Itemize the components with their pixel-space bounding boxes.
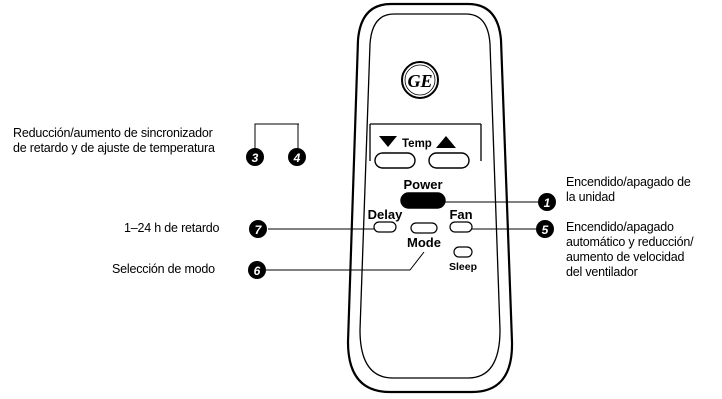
ge-logo-text: GE xyxy=(407,71,432,91)
sleep-button[interactable] xyxy=(453,246,473,258)
mode-button[interactable] xyxy=(410,222,438,234)
callout-3: 3 xyxy=(246,148,264,166)
callout-4: 4 xyxy=(288,148,306,166)
fan-button[interactable] xyxy=(449,221,473,233)
sleep-label: Sleep xyxy=(449,261,477,273)
delay-button[interactable] xyxy=(373,221,397,233)
temp-up-button[interactable] xyxy=(428,152,470,169)
power-description-line-1: Encendido/apagado de xyxy=(566,175,691,189)
remote-inner-face xyxy=(359,13,501,379)
callout-7: 7 xyxy=(249,220,267,238)
ge-logo: GE xyxy=(401,61,439,99)
fan-description-line-4: del ventilador xyxy=(566,265,638,279)
leader-lines xyxy=(254,123,538,271)
callout-7-number: 7 xyxy=(255,223,263,237)
callout-6: 6 xyxy=(248,261,266,279)
power-button[interactable] xyxy=(400,192,446,209)
power-label: Power xyxy=(403,177,442,192)
temp-header: Temp xyxy=(379,136,456,150)
temp-down-arrow-icon xyxy=(379,136,397,147)
temp-up-arrow-icon xyxy=(436,136,456,148)
callout-5-number: 5 xyxy=(542,223,549,237)
temp-down-button[interactable] xyxy=(374,152,416,169)
callout-1-number: 1 xyxy=(544,196,551,210)
leader-line-3 xyxy=(254,123,299,150)
delay-description: 1–24 h de retardo xyxy=(124,221,220,235)
mode-label: Mode xyxy=(407,235,441,250)
callout-6-number: 6 xyxy=(254,264,261,278)
fan-description-line-2: automático y reducción/ xyxy=(566,235,694,249)
temp-description-line-2: de retardo y de ajuste de temperatura xyxy=(13,141,215,155)
mode-description: Selección de modo xyxy=(112,262,215,276)
temp-description-line-1: Reducción/aumento de sincronizador xyxy=(13,126,213,140)
callout-3-number: 3 xyxy=(252,151,259,165)
fan-description-line-3: aumento de velocidad xyxy=(566,250,685,264)
leader-line-6 xyxy=(266,251,425,271)
temp-bracket xyxy=(369,123,482,161)
power-description-line-2: la unidad xyxy=(566,190,615,204)
fan-label: Fan xyxy=(449,207,472,222)
callout-5: 5 xyxy=(536,220,554,238)
temp-label: Temp xyxy=(402,138,432,150)
fan-description-line-1: Encendido/apagado xyxy=(566,220,674,234)
delay-label: Delay xyxy=(368,207,403,222)
callout-4-number: 4 xyxy=(293,151,301,165)
callout-1: 1 xyxy=(538,193,556,211)
